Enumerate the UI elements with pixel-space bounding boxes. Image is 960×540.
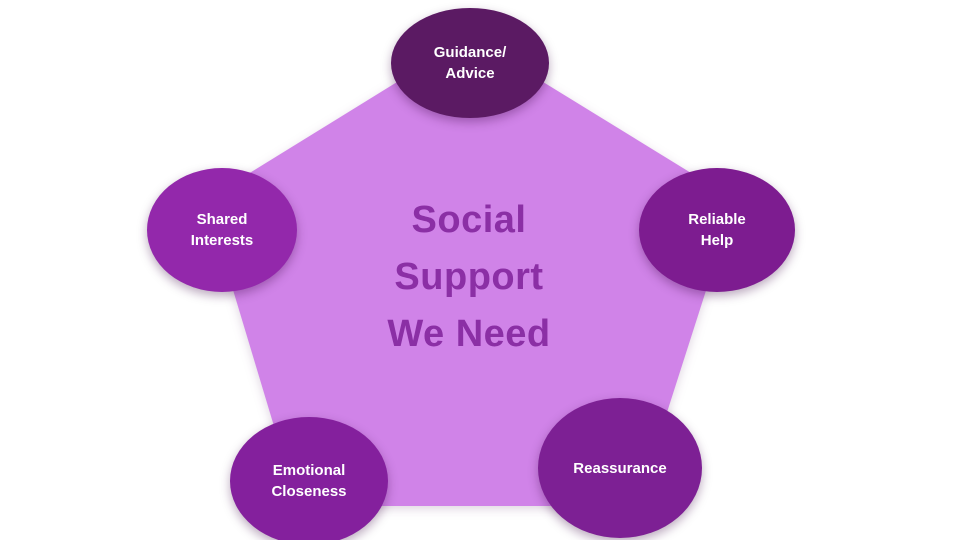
node-reassurance[interactable]: Reassurance — [538, 398, 702, 538]
diagram-title[interactable]: Social Support We Need — [387, 199, 551, 355]
node-emotional-closeness-label: Emotional Closeness — [271, 462, 347, 500]
pentagon-shape[interactable] — [206, 37, 735, 506]
node-guidance-advice-label: Guidance/ Advice — [433, 44, 507, 82]
node-shared-interests[interactable]: Shared Interests — [147, 168, 297, 292]
node-reassurance-label: Reassurance — [573, 459, 667, 477]
node-shared-interests-label: Shared Interests — [190, 211, 254, 249]
node-guidance-advice[interactable]: Guidance/ Advice — [391, 8, 549, 118]
node-emotional-closeness[interactable]: Emotional Closeness — [230, 417, 388, 540]
node-reliable-help-label: Reliable Help — [688, 211, 746, 249]
node-reliable-help[interactable]: Reliable Help — [639, 168, 795, 292]
